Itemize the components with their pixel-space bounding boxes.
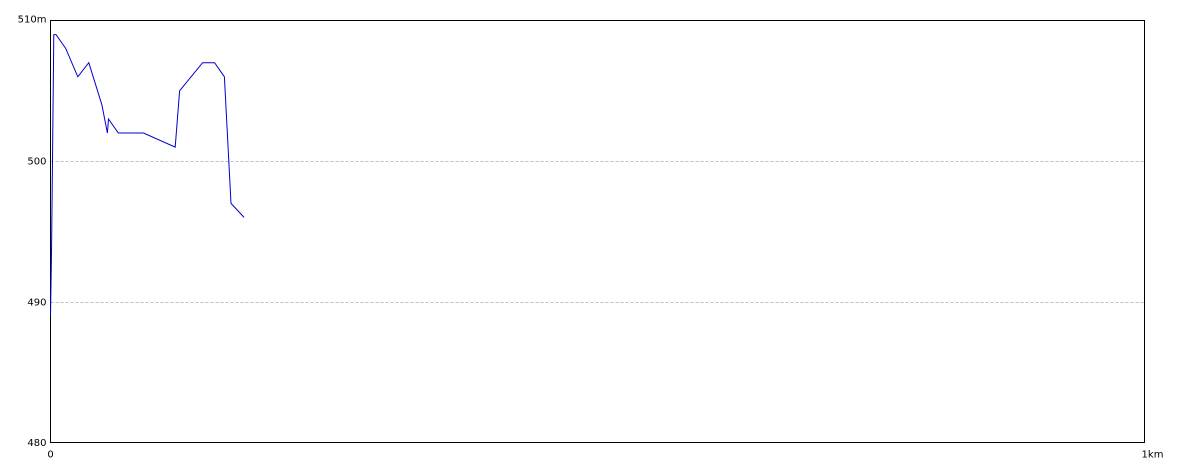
y-axis-tick-labels: 480 490 500 510m (18, 15, 47, 450)
x-tick-label: 0 (47, 450, 53, 461)
y-tick-label: 510m (18, 15, 47, 26)
x-tick-label: 1km (1142, 450, 1164, 461)
grid-lines (50, 161, 1145, 303)
plot-frame (50, 20, 1145, 443)
y-tick-label: 490 (27, 297, 46, 308)
y-tick-label: 500 (27, 157, 46, 168)
elevation-line (50, 34, 245, 316)
y-tick-label: 480 (27, 438, 46, 449)
series-layer (50, 34, 245, 316)
x-axis-tick-labels: 0 1km (47, 450, 1163, 461)
